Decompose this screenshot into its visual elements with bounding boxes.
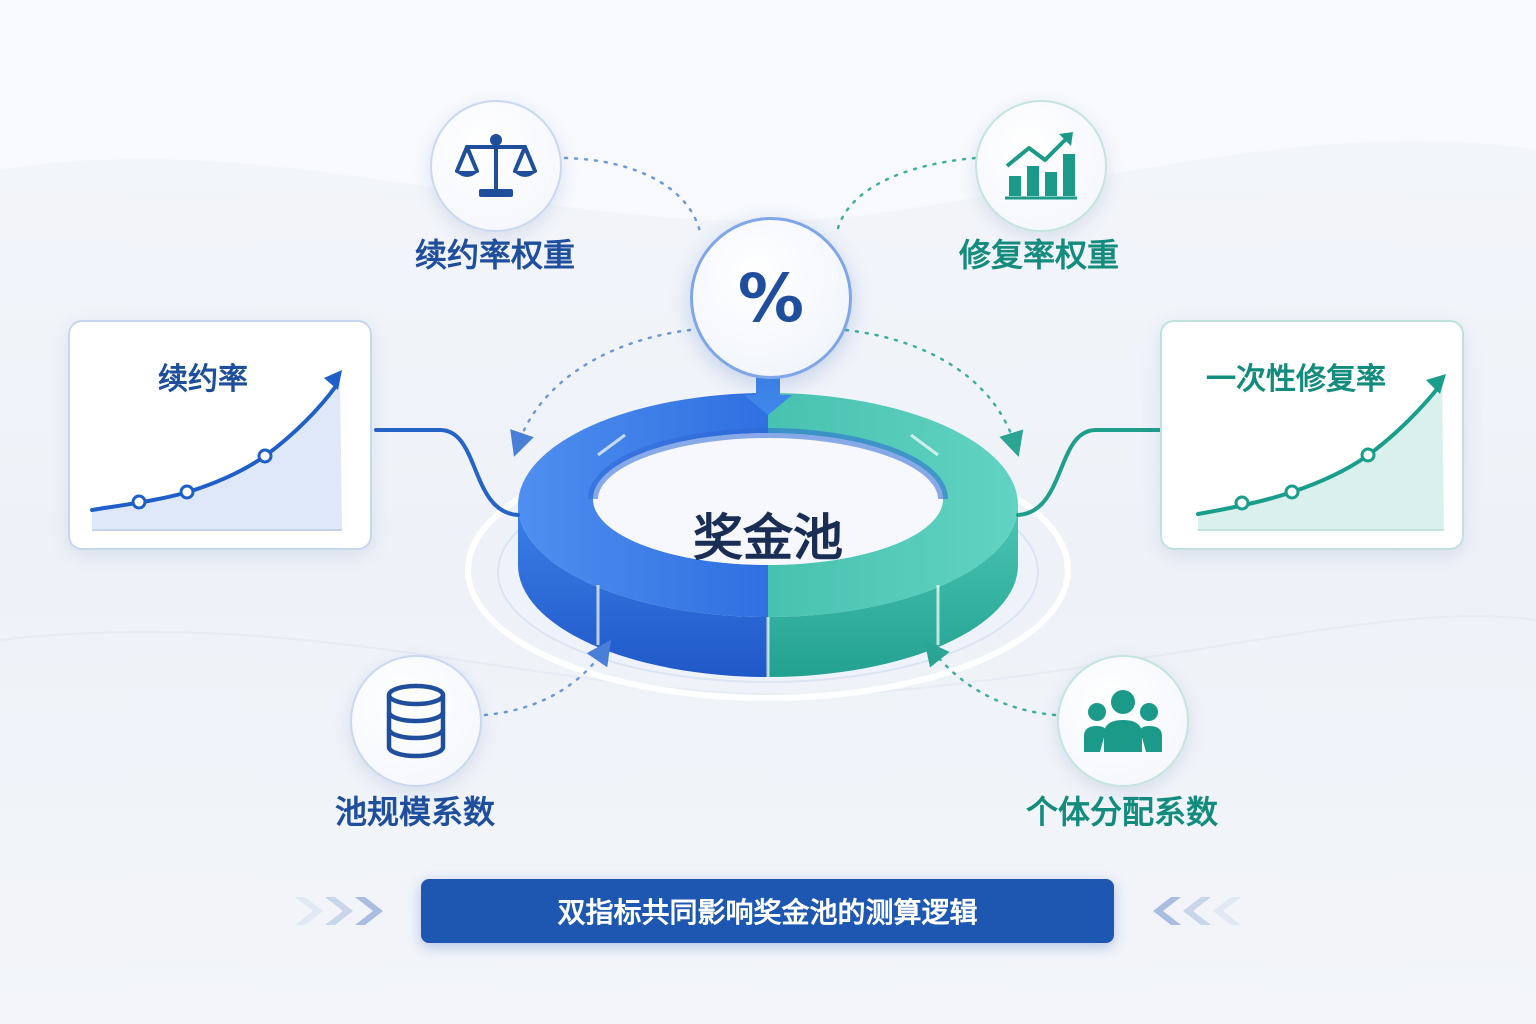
pool-ring-teal-top: [768, 393, 1018, 617]
connector-right-card: [1016, 428, 1162, 517]
chevrons-left-icon: [1153, 897, 1241, 925]
bar-chart-icon-circle: [975, 100, 1107, 232]
scale-icon-circle: [430, 100, 562, 232]
pool-ring-hole: [593, 433, 943, 565]
percent-badge: %: [690, 217, 852, 379]
repair-weight-label: 修复率权重: [958, 236, 1120, 274]
database-icon-circle: [350, 655, 482, 787]
ring-divider: [597, 433, 626, 457]
ring-divider: [910, 433, 939, 457]
summary-banner-text: 双指标共同影响奖金池的测算逻辑: [557, 896, 978, 929]
connector-percent-to-ring-left: [510, 328, 692, 457]
rising-curve-icon: [90, 370, 342, 531]
percent-icon: %: [737, 259, 805, 337]
pool-ring-inner-wall: [588, 428, 948, 500]
connector-top-left: [563, 156, 702, 234]
renewal-weight-label: 续约率权重: [414, 236, 576, 274]
pool-ring-blue-top: [518, 393, 768, 617]
individual-allocation-coefficient-label: 个体分配系数: [1025, 793, 1219, 831]
rising-curve-icon: [1196, 374, 1446, 531]
renewal-rate-card: 续约率: [68, 320, 372, 550]
pool-ring-teal-side: [768, 505, 1018, 677]
summary-banner: 双指标共同影响奖金池的测算逻辑: [421, 879, 1114, 943]
people-icon-circle: [1057, 655, 1189, 787]
first-time-repair-rate-card: 一次性修复率: [1160, 320, 1464, 550]
pool-ring-blue-side: [518, 505, 768, 677]
bonus-pool-title: 奖金池: [693, 509, 843, 567]
database-icon: [386, 683, 446, 759]
scale-icon: [455, 134, 537, 197]
bar-chart-up-icon: [1005, 132, 1077, 200]
percent-down-arrow: [744, 373, 792, 415]
connector-percent-to-ring-right: [844, 328, 1024, 457]
people-group-icon: [1084, 690, 1162, 752]
connector-left-card: [374, 428, 520, 517]
background-wave: [0, 0, 1536, 221]
renewal-rate-title: 续约率: [158, 362, 248, 397]
first-time-repair-rate-title: 一次性修复率: [1206, 362, 1386, 397]
pool-size-coefficient-label: 池规模系数: [334, 793, 496, 831]
chevrons-right-icon: [295, 897, 383, 925]
